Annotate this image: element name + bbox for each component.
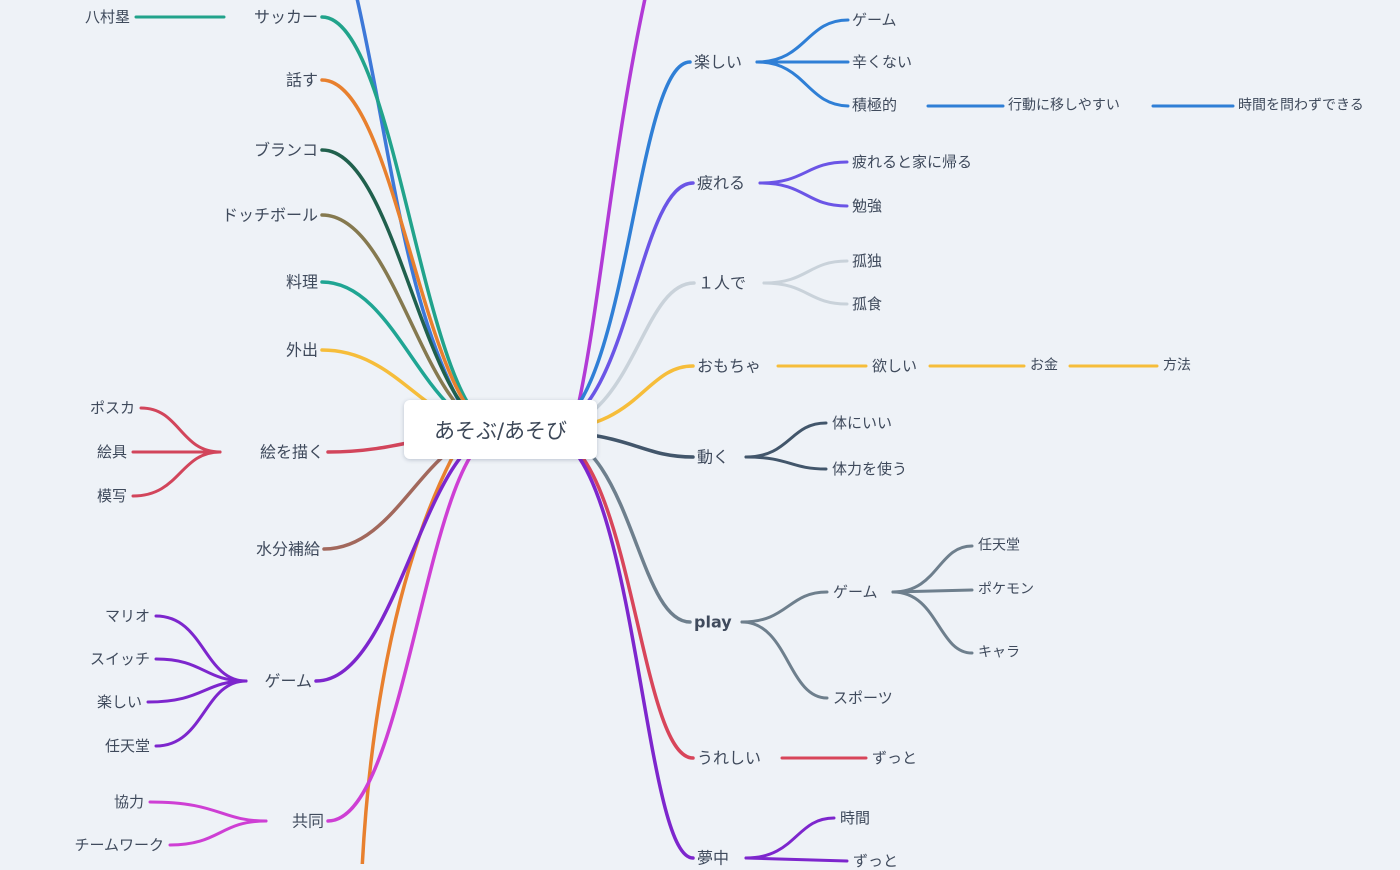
node-money[interactable]: お金 xyxy=(1030,357,1058,374)
edge-joint-cooperation xyxy=(148,800,268,823)
edge-center-dodgeball xyxy=(320,213,502,432)
node-switch[interactable]: スイッチ xyxy=(89,650,150,668)
edge-joint-teamwork xyxy=(168,819,268,847)
node-posca[interactable]: ポスカ xyxy=(89,399,135,417)
node-eating-alone[interactable]: 孤食 xyxy=(852,295,883,313)
node-alone[interactable]: １人で xyxy=(698,273,747,293)
root-node-label: あそぶ/あそび xyxy=(433,418,568,443)
edge-drawing-copying xyxy=(131,450,222,498)
node-drawing[interactable]: 絵を描く xyxy=(259,442,324,462)
edge-playgame-pokemon xyxy=(891,588,974,594)
edge-game-mario xyxy=(154,614,248,683)
node-easy-to-act[interactable]: 行動に移しやすい xyxy=(1008,97,1120,114)
edge-tired-study xyxy=(758,181,849,208)
node-soccer[interactable]: サッカー xyxy=(253,7,318,27)
node-method[interactable]: 方法 xyxy=(1163,357,1191,374)
node-teamwork[interactable]: チームワーク xyxy=(74,836,164,854)
node-chara[interactable]: キャラ xyxy=(978,644,1020,661)
edge-drawing-posca xyxy=(139,406,222,454)
node-want[interactable]: 欲しい xyxy=(872,357,918,375)
edge-move-stamina xyxy=(744,455,828,471)
node-mario[interactable]: マリオ xyxy=(104,607,150,625)
edge-playgame-chara xyxy=(891,590,974,655)
node-dodgeball[interactable]: ドッチボール xyxy=(221,205,318,225)
node-game-left[interactable]: ゲーム xyxy=(264,671,312,691)
node-positive[interactable]: 積極的 xyxy=(852,96,898,114)
root-node[interactable]: あそぶ/あそび xyxy=(404,400,597,459)
node-play[interactable]: play xyxy=(694,612,732,632)
edge-center-play xyxy=(543,430,692,624)
node-toy[interactable]: おもちゃ xyxy=(697,356,762,376)
node-study[interactable]: 勉強 xyxy=(852,197,883,215)
node-loneliness[interactable]: 孤独 xyxy=(852,252,883,270)
node-fun-game[interactable]: ゲーム xyxy=(852,11,897,29)
node-sports[interactable]: スポーツ xyxy=(833,689,893,707)
node-fun[interactable]: 楽しい xyxy=(694,52,743,72)
edge-alone-eatingalone xyxy=(762,281,849,306)
edge-immersed-zutto xyxy=(744,856,849,863)
edge-move-goodbody xyxy=(744,421,828,459)
node-immersed[interactable]: 夢中 xyxy=(697,848,730,868)
node-tired[interactable]: 疲れる xyxy=(697,173,746,193)
node-move[interactable]: 動く xyxy=(697,447,730,467)
edge-tired-gohome xyxy=(758,160,849,185)
node-good-for-body[interactable]: 体にいい xyxy=(832,414,893,432)
edge-center-happy xyxy=(543,431,695,760)
node-play-game[interactable]: ゲーム xyxy=(833,583,878,601)
node-use-stamina[interactable]: 体力を使う xyxy=(832,460,908,478)
edge-game-nintendo xyxy=(154,679,248,748)
node-nintendo[interactable]: 任天堂 xyxy=(978,537,1020,554)
node-cooking[interactable]: 料理 xyxy=(285,272,318,292)
node-happy-zutto[interactable]: ずっと xyxy=(872,749,918,767)
edge-center-tired xyxy=(543,181,695,430)
edge-playgame-nintendo xyxy=(891,544,974,594)
edge-play-game xyxy=(740,590,829,624)
node-happy[interactable]: うれしい xyxy=(697,748,762,768)
node-fun-left[interactable]: 楽しい xyxy=(96,693,142,711)
node-pokemon[interactable]: ポケモン xyxy=(978,581,1034,598)
edge-fun-game xyxy=(755,18,850,64)
edge-offscreen-top-right xyxy=(574,0,647,418)
node-joint[interactable]: 共同 xyxy=(291,811,324,831)
node-hydration[interactable]: 水分補給 xyxy=(255,539,320,559)
node-anytime[interactable]: 時間を問わずできる xyxy=(1238,97,1364,114)
edge-immersed-time xyxy=(744,816,836,860)
node-nintendo-left[interactable]: 任天堂 xyxy=(104,737,150,755)
node-talk[interactable]: 話す xyxy=(285,70,318,90)
edge-fun-positive xyxy=(755,60,850,108)
node-hachimura[interactable]: 八村塁 xyxy=(84,8,130,26)
node-go-home[interactable]: 疲れると家に帰る xyxy=(852,153,973,171)
node-not-hard[interactable]: 辛くない xyxy=(852,53,913,71)
node-swing[interactable]: ブランコ xyxy=(253,140,318,160)
node-copying[interactable]: 模写 xyxy=(96,487,127,505)
edge-alone-loneliness xyxy=(762,259,849,285)
node-immersed-zutto[interactable]: ずっと xyxy=(853,852,899,870)
edge-offscreen-bottom-left xyxy=(360,456,454,864)
node-outing[interactable]: 外出 xyxy=(285,340,318,360)
edge-center-game-left xyxy=(314,430,502,683)
node-cooperation[interactable]: 協力 xyxy=(113,793,144,811)
node-paints[interactable]: 絵具 xyxy=(96,443,127,461)
node-time[interactable]: 時間 xyxy=(840,809,871,827)
edge-center-talk xyxy=(320,78,502,432)
edge-play-sports xyxy=(740,620,829,700)
